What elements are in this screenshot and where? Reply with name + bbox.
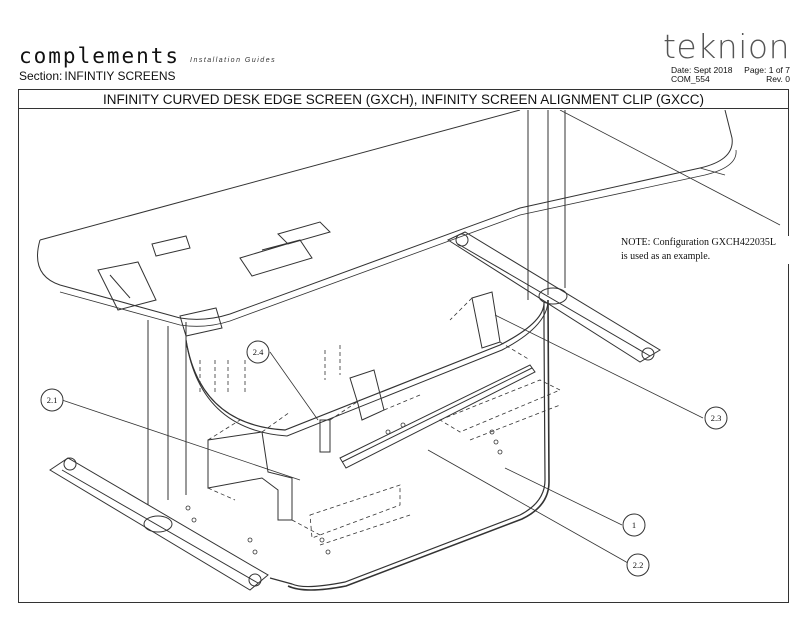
note-line-2: is used as an example. (621, 251, 711, 262)
doc-code: COM_554 (671, 74, 710, 84)
callout-2-3-circle (704, 406, 728, 430)
configuration-note: NOTE: Configuration GXCH422035L is used … (621, 236, 789, 264)
section-value: INFINTIY SCREENS (64, 69, 176, 83)
callout-2-3-label: 2.3 (711, 413, 722, 423)
callout-2-1-label: 2.1 (47, 395, 58, 405)
section-label: Section: (19, 69, 63, 83)
screen-panel (185, 301, 546, 588)
page-number: Page: 1 of 7 (744, 65, 790, 75)
desk-top-outline (37, 110, 733, 320)
assembly-dashed-lines (199, 297, 561, 546)
right-leg (527, 110, 566, 300)
teknion-logo: teknion (662, 27, 790, 66)
section-line: Section:INFINTIY SCREENS (19, 69, 176, 83)
clip-right (471, 291, 501, 349)
center-bracket (179, 307, 223, 337)
desk-right-corner (699, 167, 726, 176)
clip-center (349, 369, 385, 421)
grommet-cover (277, 221, 331, 245)
callout-2-2-circle (626, 553, 650, 577)
end-bracket (207, 431, 293, 521)
brand-name: complements (19, 44, 181, 68)
left-foot-pad-1 (63, 457, 77, 471)
screen-outer-edge (287, 299, 550, 591)
callout-1-label: 1 (632, 520, 636, 530)
guide-subtitle: Installation Guides (190, 57, 277, 64)
right-foot-hub (538, 287, 568, 305)
alignment-rail (339, 364, 536, 469)
top-bracket (151, 235, 191, 257)
assembly-drawing: 2.4 2.1 2.3 1 2.2 (37, 110, 781, 591)
desk-top-back-edge (39, 110, 521, 241)
callout-2-4-circle (246, 340, 270, 364)
callout-2-1-circle (40, 388, 64, 412)
desk-right-edge (559, 110, 781, 226)
leader-lines (61, 314, 704, 564)
grommet-box (239, 239, 313, 277)
left-foot-pad-2 (248, 573, 262, 587)
note-line-1: NOTE: Configuration GXCH422035L (621, 237, 776, 248)
callout-2-2-label: 2.2 (633, 560, 644, 570)
right-foot-pad-1 (455, 233, 469, 247)
left-bracket (97, 261, 157, 311)
left-leg (147, 320, 187, 505)
screws (185, 422, 503, 555)
left-foot-hub (143, 515, 173, 533)
left-foot (49, 457, 269, 591)
callout-1-circle (622, 513, 646, 537)
doc-date: Date: Sept 2018 (671, 65, 733, 75)
drawing-title: INFINITY CURVED DESK EDGE SCREEN (GXCH),… (18, 89, 789, 109)
screen-top-edge (185, 299, 549, 437)
right-foot-pad-2 (641, 347, 655, 361)
clip-left (319, 419, 331, 453)
desk-edge-thickness (59, 149, 737, 327)
callout-2-4-label: 2.4 (253, 347, 264, 357)
revision: Rev. 0 (766, 74, 790, 84)
